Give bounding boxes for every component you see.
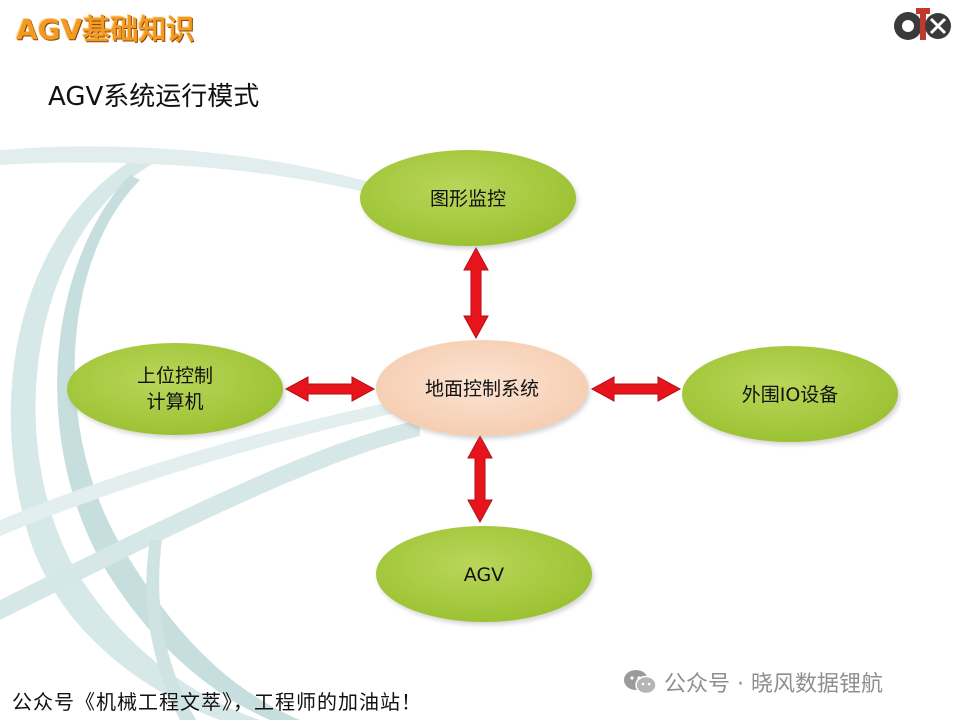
- node-host-computer: 上位控制 计算机: [67, 343, 283, 435]
- gear-logo-icon: [894, 8, 951, 40]
- arrow-center-left: [284, 376, 376, 402]
- section-title: AGV基础知识: [16, 13, 195, 46]
- node-ground-control-system: 地面控制系统: [376, 340, 588, 436]
- arrow-center-top: [463, 246, 489, 340]
- footer-left-text: 公众号《机械工程文萃》，工程师的加油站！: [12, 690, 422, 714]
- footer-right-text: 公众号 · 晓风数据锂航: [664, 672, 883, 697]
- node-peripheral-io: 外围IO设备: [682, 346, 898, 442]
- node-label-center: 地面控制系统: [425, 378, 539, 400]
- arrow-center-right: [590, 376, 682, 402]
- node-graphic-monitoring: 图形监控: [360, 150, 576, 246]
- slide-heading: AGV系统运行模式: [48, 82, 260, 112]
- node-label-top: 图形监控: [430, 188, 506, 210]
- wechat-icon: [624, 670, 657, 695]
- node-label-left-line1: 上位控制: [137, 365, 213, 387]
- arrow-center-bottom: [467, 434, 493, 524]
- node-label-right: 外围IO设备: [742, 384, 839, 406]
- node-label-bottom: AGV: [464, 564, 504, 586]
- node-agv: AGV: [376, 526, 592, 622]
- node-label-left-line2: 计算机: [146, 391, 203, 413]
- footer-right: 公众号 · 晓风数据锂航: [622, 666, 883, 698]
